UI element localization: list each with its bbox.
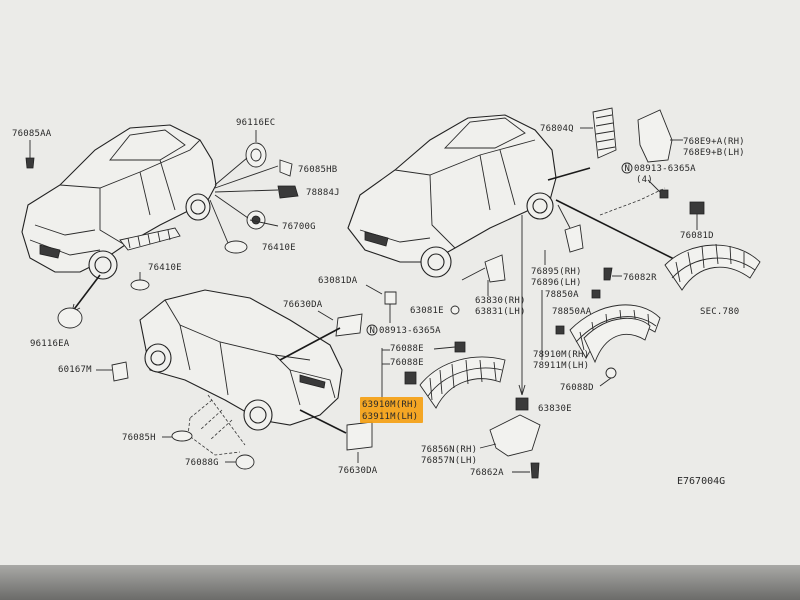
label-78911M-LH: 78911M(LH) bbox=[533, 361, 589, 371]
clip-part-76088D bbox=[605, 367, 617, 379]
label-qty-4: (4) bbox=[636, 175, 653, 185]
label-63831-LH: 63831(LH) bbox=[475, 307, 526, 317]
nut-letter-2: N bbox=[625, 164, 631, 174]
clip-part-63081E bbox=[450, 305, 460, 315]
highlight-box[interactable] bbox=[360, 397, 423, 423]
mudguard-part-78850AA bbox=[583, 317, 651, 364]
cover-part-60167M bbox=[111, 361, 129, 382]
label-96116EC: 96116EC bbox=[236, 118, 275, 128]
screw-part-76862A bbox=[530, 462, 540, 479]
label-76081D: 76081D bbox=[680, 231, 714, 241]
label-76804Q: 76804Q bbox=[540, 124, 574, 134]
clip-part-63830E bbox=[515, 397, 529, 411]
label-63911M-LH[interactable]: 63911M(LH) bbox=[362, 412, 418, 422]
label-76085H: 76085H bbox=[122, 433, 156, 443]
monitor-bezel bbox=[0, 565, 800, 600]
plug-part-76410E bbox=[224, 240, 248, 254]
label-76088D: 76088D bbox=[560, 383, 594, 393]
clip-part-76088E-upper bbox=[454, 341, 466, 353]
clip-part-76085AA bbox=[25, 157, 35, 169]
label-768E9-A-RH: 768E9+A(RH) bbox=[683, 137, 745, 147]
label-76085AA: 76085AA bbox=[12, 129, 52, 139]
label-76088G: 76088G bbox=[185, 458, 219, 468]
label-76410E-right: 76410E bbox=[262, 243, 296, 253]
label-768E9-B-LH: 768E9+B(LH) bbox=[683, 148, 745, 158]
label-63830-RH: 63830(RH) bbox=[475, 296, 526, 306]
nut-part-08913 bbox=[659, 189, 669, 199]
diagram-id: E767004G bbox=[677, 476, 725, 487]
plug-part-76410E-lower bbox=[130, 279, 150, 291]
clip-part-76081D bbox=[689, 201, 705, 215]
mudguard-part-63910M bbox=[419, 356, 506, 409]
label-96116EA: 96116EA bbox=[30, 339, 70, 349]
label-76085HB: 76085HB bbox=[298, 165, 337, 175]
car-front-view-left bbox=[21, 124, 217, 280]
label-76895-RH: 76895(RH) bbox=[531, 267, 582, 277]
label-76862A: 76862A bbox=[470, 468, 504, 478]
nut-symbol-1 bbox=[366, 324, 378, 336]
label-08913-6365A-right: 08913-6365A bbox=[634, 164, 696, 174]
label-63910M-RH[interactable]: 63910M(RH) bbox=[362, 400, 418, 410]
seal-part-76630DA-lower bbox=[346, 421, 373, 451]
label-63081E: 63081E bbox=[410, 306, 444, 316]
car-front-view-right bbox=[347, 114, 557, 278]
clip-part-76085HB bbox=[279, 159, 293, 177]
clip-part-76082R bbox=[603, 267, 613, 281]
label-76410E-lower: 76410E bbox=[148, 263, 182, 273]
cover-part-768E9 bbox=[637, 109, 673, 163]
label-60167M: 60167M bbox=[58, 365, 92, 375]
clip-part-76088E-lower bbox=[404, 371, 417, 385]
label-78884J: 78884J bbox=[306, 188, 340, 198]
label-SEC780: SEC.780 bbox=[700, 307, 739, 317]
label-76630DA-lower: 76630DA bbox=[338, 466, 378, 476]
label-76088E-lower: 76088E bbox=[390, 358, 424, 368]
cap-part-76088G bbox=[235, 454, 255, 470]
car-rear-view bbox=[139, 289, 343, 431]
plug-part-76085H bbox=[171, 430, 193, 442]
bracket-part-63830 bbox=[484, 254, 506, 283]
label-63081DA: 63081DA bbox=[318, 276, 358, 286]
label-76700G: 76700G bbox=[282, 222, 316, 232]
grommet-part-96116EA bbox=[57, 307, 83, 329]
label-76896-LH: 76896(LH) bbox=[531, 278, 582, 288]
bracket-part-76856N bbox=[489, 414, 541, 457]
label-63830E: 63830E bbox=[538, 404, 572, 414]
bracket-part-76895 bbox=[564, 224, 584, 253]
seal-part-76630DA-upper bbox=[335, 313, 363, 337]
clip-part-78850A bbox=[591, 289, 601, 299]
clip-part-63081DA bbox=[384, 291, 397, 305]
label-76857N-LH: 76857N(LH) bbox=[421, 456, 477, 466]
label-76082R: 76082R bbox=[623, 273, 657, 283]
label-78850A: 78850A bbox=[545, 290, 579, 300]
label-76088E-upper: 76088E bbox=[390, 344, 424, 354]
label-76630DA-upper: 76630DA bbox=[283, 300, 323, 310]
label-08913-6365A-left: 08913-6365A bbox=[379, 326, 441, 336]
bracket-part-78884J bbox=[277, 185, 299, 199]
label-76856N-RH: 76856N(RH) bbox=[421, 445, 477, 455]
nut-symbol-2 bbox=[621, 162, 633, 174]
label-78910M-RH: 78910M(RH) bbox=[533, 350, 589, 360]
liner-part-sec780 bbox=[664, 244, 761, 291]
nut-letter-1: N bbox=[370, 326, 376, 336]
label-78850AA: 78850AA bbox=[552, 307, 592, 317]
